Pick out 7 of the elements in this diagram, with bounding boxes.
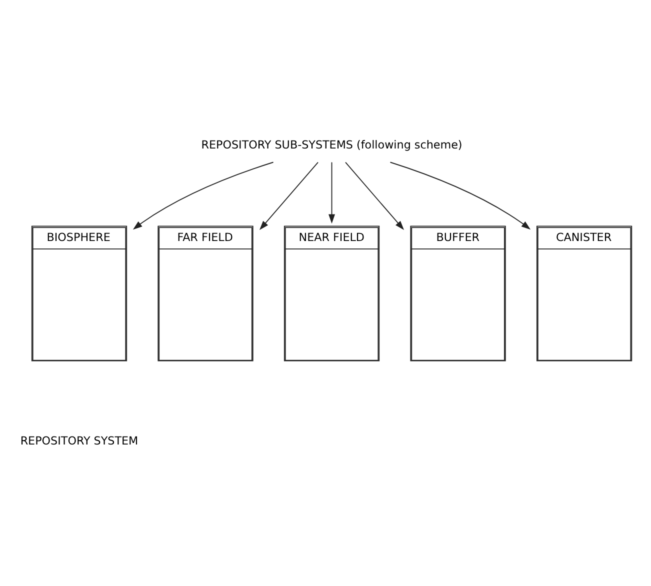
- arrow: [259, 161, 318, 230]
- label: REPOSITORY SYSTEM: [20, 434, 138, 447]
- arrow: [328, 161, 336, 224]
- node-text: REPOSITORY SUB-SYSTEMS (following scheme): [201, 138, 462, 151]
- arrow: [390, 161, 531, 230]
- arrow: [345, 161, 404, 230]
- arrow: [132, 161, 274, 230]
